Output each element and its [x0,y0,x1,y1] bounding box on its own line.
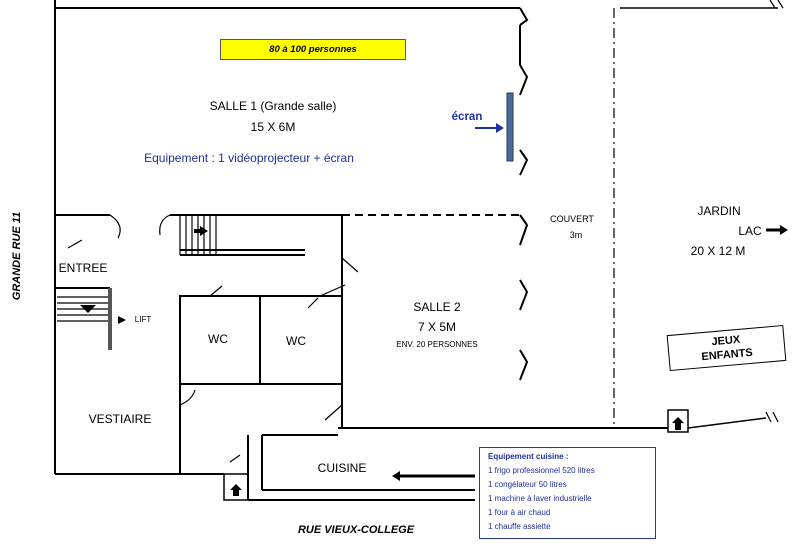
couvert-name: COUVERT [550,214,594,224]
east-window-wall [519,7,529,381]
wc1-label: WC [208,332,228,346]
capacity-banner: 80 à 100 personnes [220,39,406,60]
lift-arrow [118,316,126,324]
lac-arrow [766,225,788,235]
ecran-arrow [475,123,504,133]
projection-screen [506,92,514,162]
jardin-name: JARDIN [697,204,740,218]
salle1-equipment: Equipement : 1 vidéoprojecteur + écran [144,151,354,165]
stairs-main [179,215,305,256]
kitchen-equipment-box: Equipement cuisine : 1 frigo professionn… [479,447,656,539]
jeux-line2: ENFANTS [701,346,754,364]
vestiaire-label: VESTIAIRE [89,412,152,426]
kitchen-arrow [392,471,475,481]
break-mark-top [769,0,784,9]
street-bottom: RUE VIEUX-COLLEGE [298,524,415,536]
list-item: 1 machine à laver industrielle [488,494,592,503]
stairs-entree [57,296,108,322]
salle2-name: SALLE 2 [413,300,461,314]
entree-label: ENTREE [59,261,108,275]
salle2-dims: 7 X 5M [418,320,456,334]
ecran-label: écran [452,111,483,123]
couvert-size: 3m [570,230,583,240]
jardin-dims: 20 X 12 M [691,244,746,258]
garden-south-boundary [687,417,767,429]
list-item: 1 four à air chaud [488,508,551,517]
lac-label: LAC [738,224,762,238]
salle1-name: SALLE 1 (Grande salle) [210,99,337,113]
kitchen-equipment-list: 1 frigo professionnel 520 litres 1 congé… [488,464,647,534]
list-item: 1 chauffe assiette [488,522,551,531]
wc2-label: WC [286,334,306,348]
door-swings [67,214,359,463]
street-left: GRANDE RUE 11 [11,212,23,300]
salle2-capacity: ENV. 20 PERSONNES [396,340,478,349]
cuisine-label: CUISINE [318,461,367,475]
stairs-garden [667,409,689,433]
salle1-dims: 15 X 6M [251,120,296,134]
small-arrows [80,226,684,496]
kitchen-equipment-title: Equipement cuisine : [488,452,569,461]
stairs-cuisine [223,473,249,501]
list-item: 1 frigo professionnel 520 litres [488,466,595,475]
break-mark-bottom [765,411,779,423]
list-item: 1 congélateur 50 litres [488,480,567,489]
lift-label: LIFT [135,315,152,324]
